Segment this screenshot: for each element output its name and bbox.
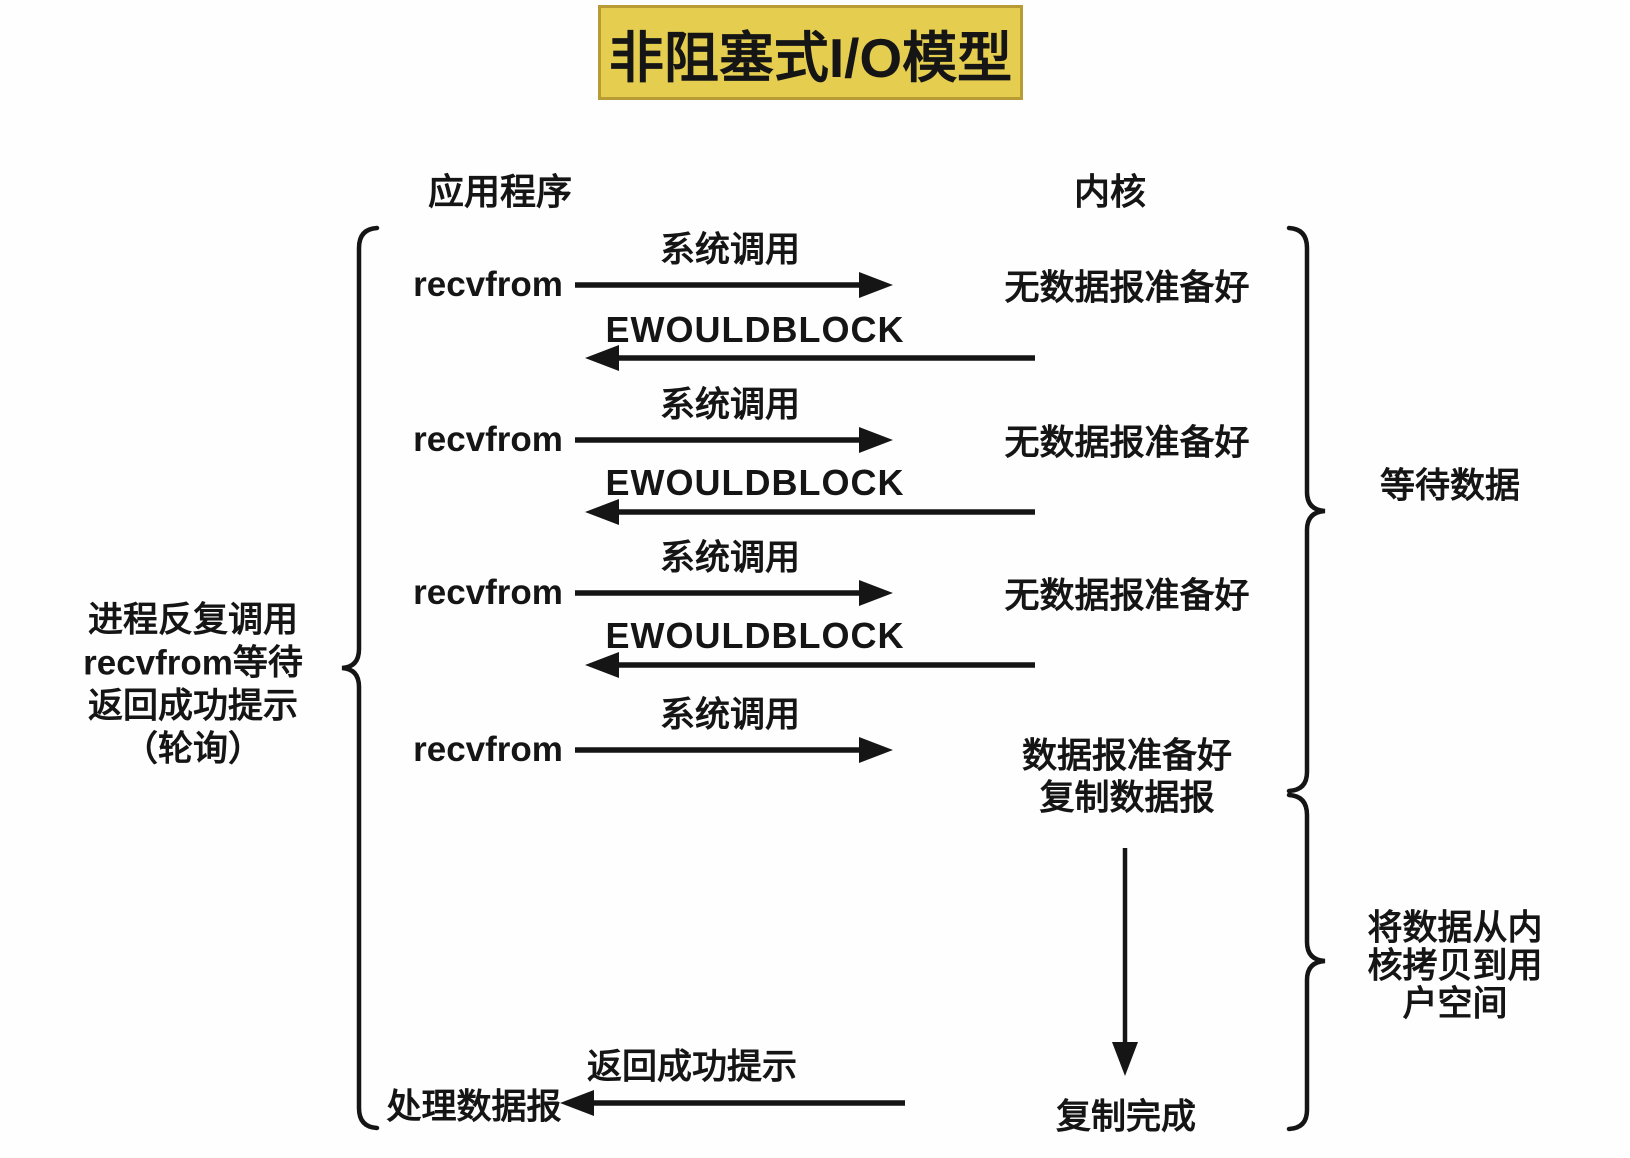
column-header-kernel: 内核 (1073, 171, 1147, 212)
left-note-line-4: （轮询） (122, 729, 264, 769)
syscall-label-4: 系统调用 (659, 695, 801, 735)
ewouldblock-arrow-1 (585, 345, 1035, 371)
ewouldblock-arrow-3 (585, 652, 1035, 678)
wait-data-label: 等待数据 (1379, 466, 1521, 506)
recvfrom-label-2: recvfrom (413, 420, 563, 459)
syscall-label-3: 系统调用 (659, 538, 801, 578)
left-note-line-2: recvfrom等待 (83, 643, 303, 683)
copy-note-line-1: 将数据从内 (1367, 908, 1543, 948)
diagram-title: 非阻塞式I/O模型 (608, 26, 1013, 89)
left-note-line-1: 进程反复调用 (87, 600, 299, 640)
ewouldblock-label-3: EWOULDBLOCK (605, 615, 905, 656)
kernel-copy-datagram: 复制数据报 (1039, 778, 1215, 818)
kernel-datagram-ready: 数据报准备好 (1021, 736, 1233, 776)
copy-note-line-2: 核拷贝到用 (1367, 946, 1543, 986)
copy-complete-label: 复制完成 (1055, 1097, 1197, 1137)
recvfrom-label-1: recvfrom (413, 265, 563, 304)
syscall-arrow-2 (575, 427, 893, 453)
kernel-status-1: 无数据报准备好 (1004, 268, 1250, 308)
column-header-application: 应用程序 (427, 171, 573, 212)
recvfrom-label-3: recvfrom (413, 573, 563, 612)
syscall-label-2: 系统调用 (659, 385, 801, 425)
left-polling-brace (341, 225, 380, 1131)
syscall-arrow-1 (575, 272, 893, 298)
recvfrom-label-4: recvfrom (413, 730, 563, 769)
return-success-label: 返回成功提示 (586, 1047, 798, 1087)
ewouldblock-arrow-2 (585, 499, 1035, 525)
return-success-arrow (560, 1090, 905, 1116)
kernel-status-2: 无数据报准备好 (1004, 423, 1250, 463)
process-datagram-label: 处理数据报 (386, 1087, 562, 1127)
copy-down-arrow (1112, 848, 1138, 1076)
syscall-label-1: 系统调用 (659, 230, 801, 270)
syscall-arrow-4 (575, 737, 893, 763)
ewouldblock-label-1: EWOULDBLOCK (605, 309, 905, 350)
left-note-line-3: 返回成功提示 (87, 686, 299, 726)
ewouldblock-label-2: EWOULDBLOCK (605, 462, 905, 503)
copy-note-line-3: 户空间 (1402, 984, 1508, 1024)
diagram-title-box: 非阻塞式I/O模型 (598, 5, 1023, 100)
wait-data-brace (1286, 225, 1326, 794)
syscall-arrow-3 (575, 580, 893, 606)
kernel-status-3: 无数据报准备好 (1004, 576, 1250, 616)
copy-data-brace (1286, 792, 1326, 1132)
